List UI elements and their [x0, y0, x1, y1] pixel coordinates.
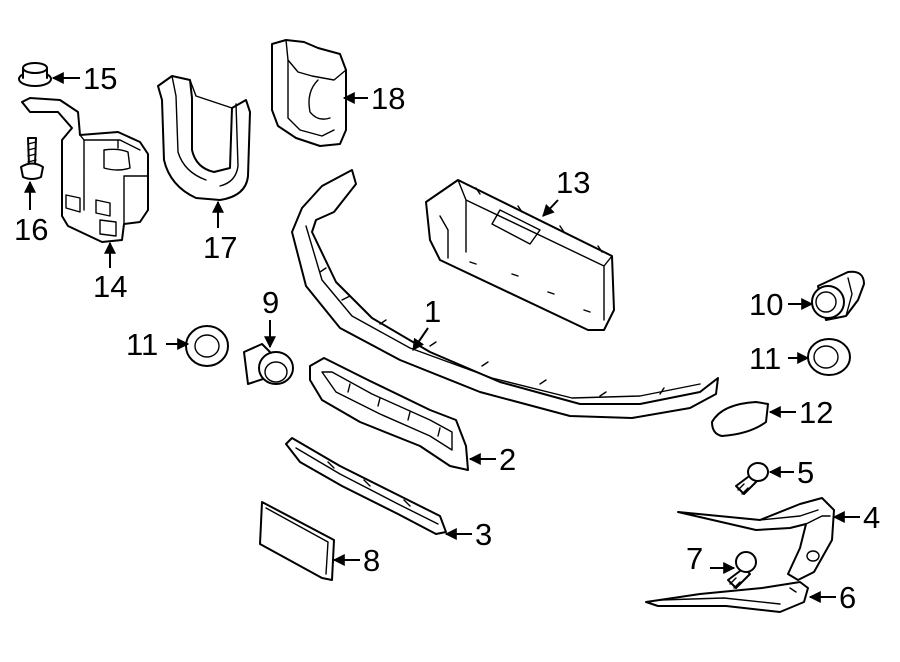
callout-5: 5: [797, 455, 814, 490]
part-3-lower-strip: [285, 437, 447, 535]
callout-7: 7: [686, 541, 703, 576]
callout-18: 18: [371, 81, 405, 116]
part-2-lower-grille: [309, 357, 469, 471]
part-18-air-duct: [271, 39, 347, 147]
callout-15: 15: [83, 61, 117, 96]
callout-2: 2: [499, 442, 516, 477]
part-16-screw: [20, 137, 44, 180]
callout-1: 1: [424, 294, 441, 329]
part-11-grommet-right: [807, 338, 851, 376]
callout-14: 14: [93, 269, 127, 304]
part-6-lower-strip: [645, 581, 809, 613]
callout-17: 17: [203, 230, 237, 265]
part-15-cap: [18, 62, 52, 87]
part-8-plate-bracket: [259, 501, 335, 581]
part-9-sensor: [243, 343, 294, 385]
part-11-grommet-left: [185, 325, 229, 367]
part-10-parking-sensor: [811, 270, 865, 321]
part-7-bolt: [727, 551, 757, 589]
part-13-grille: [425, 179, 615, 331]
part-12-reflector: [711, 401, 769, 437]
leader-13: [542, 199, 559, 217]
callout-labels: 15 16 14 17 18 13 1 10 11 11 9 12 2 3 8 …: [14, 61, 880, 615]
callout-11-left: 11: [126, 327, 158, 362]
part-5-bolt: [735, 462, 769, 495]
callout-12: 12: [799, 395, 833, 430]
part-14-bracket: [21, 97, 149, 243]
callout-9: 9: [262, 285, 279, 320]
callout-4: 4: [863, 500, 880, 535]
callout-11-right: 11: [749, 341, 781, 376]
callout-6: 6: [839, 580, 856, 615]
part-17-air-duct: [157, 75, 251, 201]
callout-13: 13: [556, 165, 590, 200]
part-4-side-trim: [677, 497, 835, 581]
callout-10: 10: [749, 287, 783, 322]
leader-lines: [24, 72, 860, 603]
leader-1: [412, 327, 429, 351]
callout-8: 8: [363, 543, 380, 578]
callout-3: 3: [475, 517, 492, 552]
part-1-upper-trim: [291, 169, 719, 419]
callout-16: 16: [14, 212, 48, 247]
